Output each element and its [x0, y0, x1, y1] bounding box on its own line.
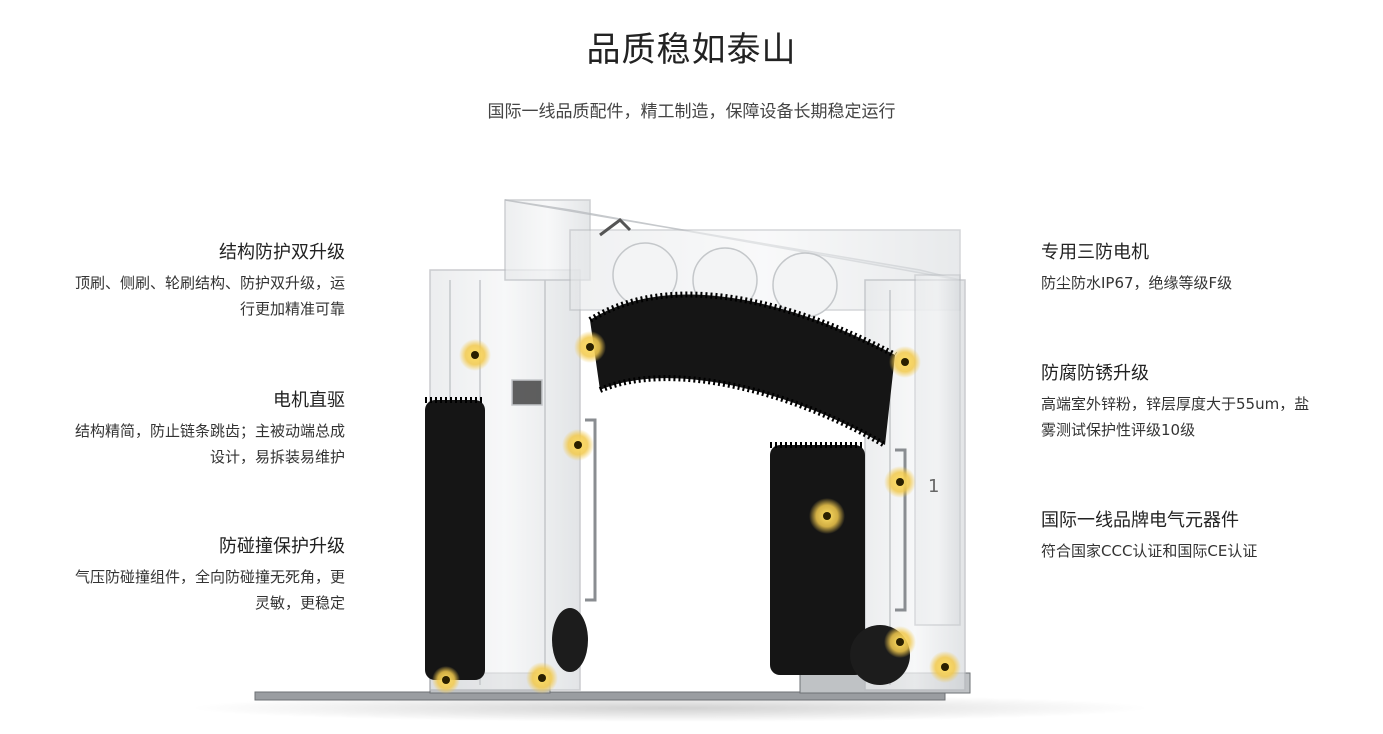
feature-desc: 气压防碰撞组件，全向防碰撞无死角，更灵敏，更稳定	[74, 568, 345, 612]
feature-desc: 高端室外锌粉，锌层厚度大于55um，盐雾测试保护性评级10级	[1041, 395, 1310, 439]
feature-desc: 防尘防水IP67，绝缘等级F级	[1041, 274, 1233, 292]
highlight-marker-icon	[884, 466, 916, 498]
highlight-marker-icon	[459, 339, 491, 371]
highlight-marker-icon	[889, 346, 921, 378]
car-wash-machine-illustration: 1	[190, 199, 1150, 722]
feature-title: 结构防护双升级	[219, 242, 345, 263]
feature-direct-drive: 电机直驱 结构精简，防止链条跳齿；主被动端总成设计，易拆装易维护	[65, 386, 345, 470]
feature-desc: 结构精简，防止链条跳齿；主被动端总成设计，易拆装易维护	[74, 422, 345, 466]
highlight-marker-icon	[809, 498, 845, 534]
feature-desc: 符合国家CCC认证和国际CE认证	[1041, 542, 1258, 560]
highlight-marker-icon	[562, 429, 594, 461]
feature-anticorrosion: 防腐防锈升级 高端室外锌粉，锌层厚度大于55um，盐雾测试保护性评级10级	[1041, 359, 1311, 443]
left-wheel-brush	[552, 608, 588, 672]
left-side-brush	[425, 397, 485, 680]
highlight-marker-icon	[884, 626, 916, 658]
page-subtitle: 国际一线品质配件，精工制造，保障设备长期稳定运行	[487, 102, 896, 122]
right-side-brush	[770, 442, 865, 675]
feature-desc: 顶刷、侧刷、轮刷结构、防护双升级，运行更加精准可靠	[74, 274, 345, 318]
feature-title: 电机直驱	[273, 390, 345, 411]
frame-number-label: 1	[928, 476, 939, 497]
ground-shadow	[190, 694, 1150, 722]
feature-title: 防腐防锈升级	[1041, 363, 1149, 384]
feature-title: 防碰撞保护升级	[219, 536, 345, 557]
highlight-marker-icon	[929, 651, 961, 683]
top-brush	[588, 291, 897, 448]
feature-title: 专用三防电机	[1041, 242, 1149, 263]
feature-title: 国际一线品牌电气元器件	[1041, 510, 1239, 531]
feature-structure-protection: 结构防护双升级 顶刷、侧刷、轮刷结构、防护双升级，运行更加精准可靠	[65, 238, 345, 322]
highlight-markers	[432, 331, 961, 694]
page-title: 品质稳如泰山	[586, 30, 797, 70]
highlight-marker-icon	[574, 331, 606, 363]
feature-electrical: 国际一线品牌电气元器件 符合国家CCC认证和国际CE认证	[1041, 506, 1311, 564]
highlight-marker-icon	[432, 666, 460, 694]
highlight-marker-icon	[526, 662, 558, 694]
feature-motor: 专用三防电机 防尘防水IP67，绝缘等级F级	[1041, 238, 1311, 296]
feature-anti-collision: 防碰撞保护升级 气压防碰撞组件，全向防碰撞无死角，更灵敏，更稳定	[65, 532, 345, 616]
